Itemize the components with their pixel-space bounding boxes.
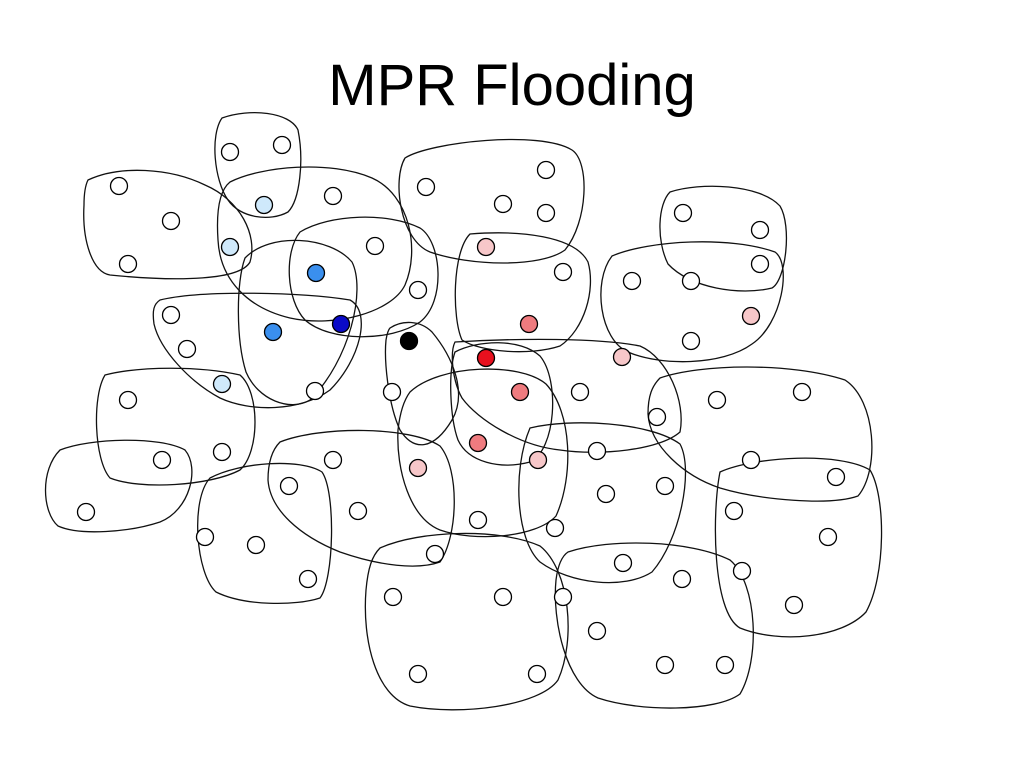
node xyxy=(161,305,181,325)
node xyxy=(118,254,138,274)
node xyxy=(383,587,403,607)
node xyxy=(425,544,445,564)
neighborhood-regions xyxy=(44,112,883,711)
neighborhood-region xyxy=(95,367,256,486)
node-red-light xyxy=(476,237,496,257)
neighborhood-region xyxy=(398,138,585,264)
neighborhood-region xyxy=(659,185,788,292)
neighborhood-region xyxy=(197,462,333,605)
node xyxy=(681,271,701,291)
node xyxy=(750,220,770,240)
node-blue-mid xyxy=(263,322,283,342)
node xyxy=(382,382,402,402)
neighborhood-region xyxy=(454,232,592,353)
node xyxy=(323,450,343,470)
node xyxy=(348,501,368,521)
node xyxy=(545,518,565,538)
node xyxy=(741,450,761,470)
node-blue-mid xyxy=(306,263,326,283)
node xyxy=(323,186,343,206)
node xyxy=(408,280,428,300)
neighborhood-region xyxy=(397,368,569,538)
node-blue-light xyxy=(212,374,232,394)
node xyxy=(655,476,675,496)
node xyxy=(553,587,573,607)
neighborhood-region xyxy=(288,216,439,338)
node xyxy=(673,203,693,223)
node xyxy=(493,587,513,607)
node xyxy=(681,331,701,351)
network-nodes xyxy=(76,135,846,684)
node xyxy=(622,271,642,291)
node-red-mid xyxy=(510,382,530,402)
source-node xyxy=(399,331,419,351)
node xyxy=(570,382,590,402)
node-red-dark xyxy=(476,348,496,368)
node xyxy=(792,382,812,402)
node xyxy=(493,194,513,214)
node xyxy=(76,502,96,522)
node xyxy=(750,254,770,274)
node-red-mid xyxy=(468,433,488,453)
node xyxy=(707,390,727,410)
node xyxy=(536,203,556,223)
node-blue-light xyxy=(220,237,240,257)
node xyxy=(152,450,172,470)
node xyxy=(161,211,181,231)
node xyxy=(272,135,292,155)
neighborhood-region xyxy=(714,457,883,638)
node-red-light xyxy=(528,450,548,470)
node-red-light xyxy=(408,458,428,478)
node-red-mid xyxy=(519,314,539,334)
node xyxy=(220,142,240,162)
node xyxy=(672,569,692,589)
node-red-light xyxy=(741,306,761,326)
neighborhood-region xyxy=(554,542,754,709)
neighborhood-region xyxy=(214,112,302,218)
node xyxy=(613,553,633,573)
node xyxy=(655,655,675,675)
node xyxy=(715,655,735,675)
node xyxy=(177,339,197,359)
neighborhood-region xyxy=(216,166,413,322)
node xyxy=(109,176,129,196)
node xyxy=(298,569,318,589)
node xyxy=(826,467,846,487)
node xyxy=(527,664,547,684)
node xyxy=(305,381,325,401)
node xyxy=(784,595,804,615)
node xyxy=(212,442,232,462)
neighborhood-region xyxy=(600,241,784,363)
neighborhood-region xyxy=(364,532,569,711)
node-blue-light xyxy=(254,195,274,215)
node xyxy=(365,236,385,256)
slide-title: MPR Flooding xyxy=(328,53,696,118)
neighborhood-region xyxy=(267,429,455,567)
node xyxy=(536,160,556,180)
node xyxy=(246,535,266,555)
node xyxy=(724,501,744,521)
node xyxy=(118,390,138,410)
node xyxy=(279,476,299,496)
neighborhood-region xyxy=(44,439,193,533)
node-red-light xyxy=(612,347,632,367)
node xyxy=(596,484,616,504)
node xyxy=(468,510,488,530)
node xyxy=(416,177,436,197)
node-blue-dark xyxy=(331,314,351,334)
neighborhood-region xyxy=(384,321,460,446)
node xyxy=(195,527,215,547)
node xyxy=(647,407,667,427)
node xyxy=(818,527,838,547)
node xyxy=(408,664,428,684)
node xyxy=(587,441,607,461)
node xyxy=(587,621,607,641)
node xyxy=(553,262,573,282)
node xyxy=(732,561,752,581)
neighborhood-region xyxy=(518,422,687,584)
